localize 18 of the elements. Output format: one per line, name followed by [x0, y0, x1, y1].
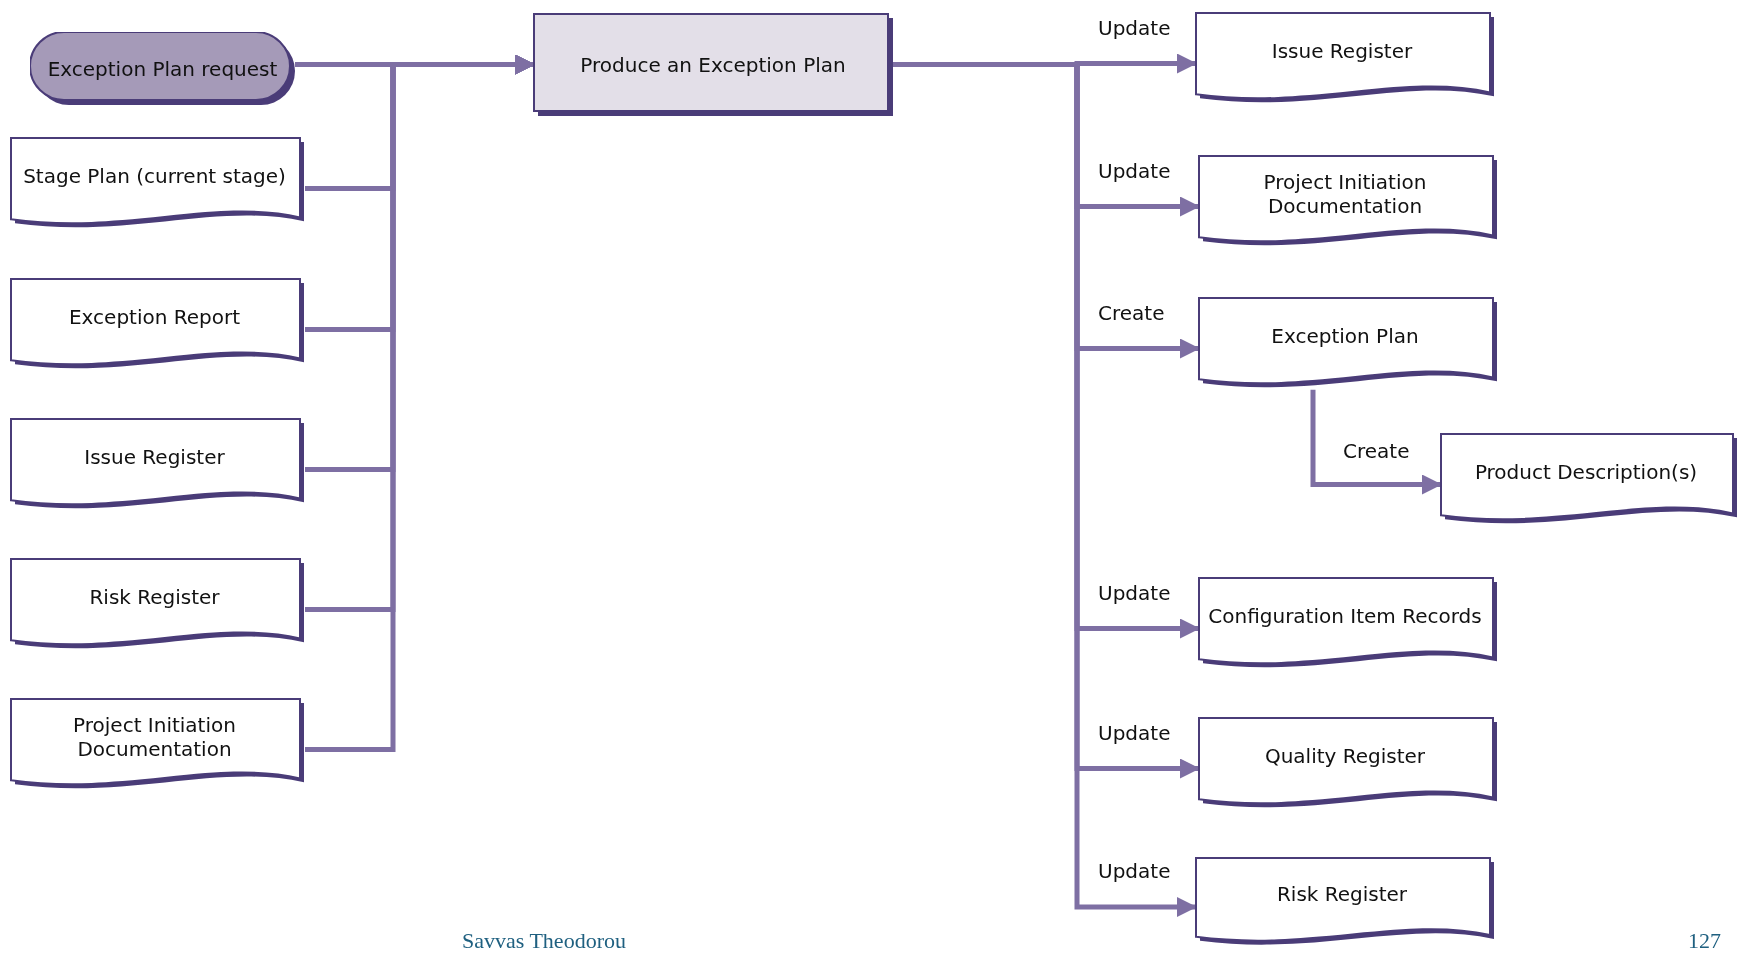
- node-label: Risk Register: [89, 584, 220, 609]
- author-name: Savvas Theodorou: [462, 928, 626, 954]
- node-label: Risk Register: [1276, 882, 1408, 906]
- node-label: Exception Plan: [1271, 323, 1419, 348]
- connector-arrow: [1310, 389, 1442, 495]
- process-box: [533, 13, 893, 116]
- node-label: Project Initiation Documentation: [72, 712, 237, 761]
- node-label: Project Initiation Documentation: [1262, 169, 1428, 218]
- node-label: Quality Register: [1264, 743, 1426, 768]
- node-label: Stage Plan (current stage): [23, 163, 286, 188]
- page-number: 127: [1688, 928, 1721, 954]
- node-label: Configuration Item Records: [1208, 603, 1482, 628]
- node-label: Produce an Exception Plan: [580, 52, 846, 77]
- node-label: Exception Report: [68, 304, 241, 329]
- node-label: Issue Register: [1271, 38, 1413, 63]
- node-label: Issue Register: [84, 444, 225, 469]
- node-label: Product Description(s): [1474, 459, 1698, 484]
- node-label: Exception Plan request: [47, 56, 278, 81]
